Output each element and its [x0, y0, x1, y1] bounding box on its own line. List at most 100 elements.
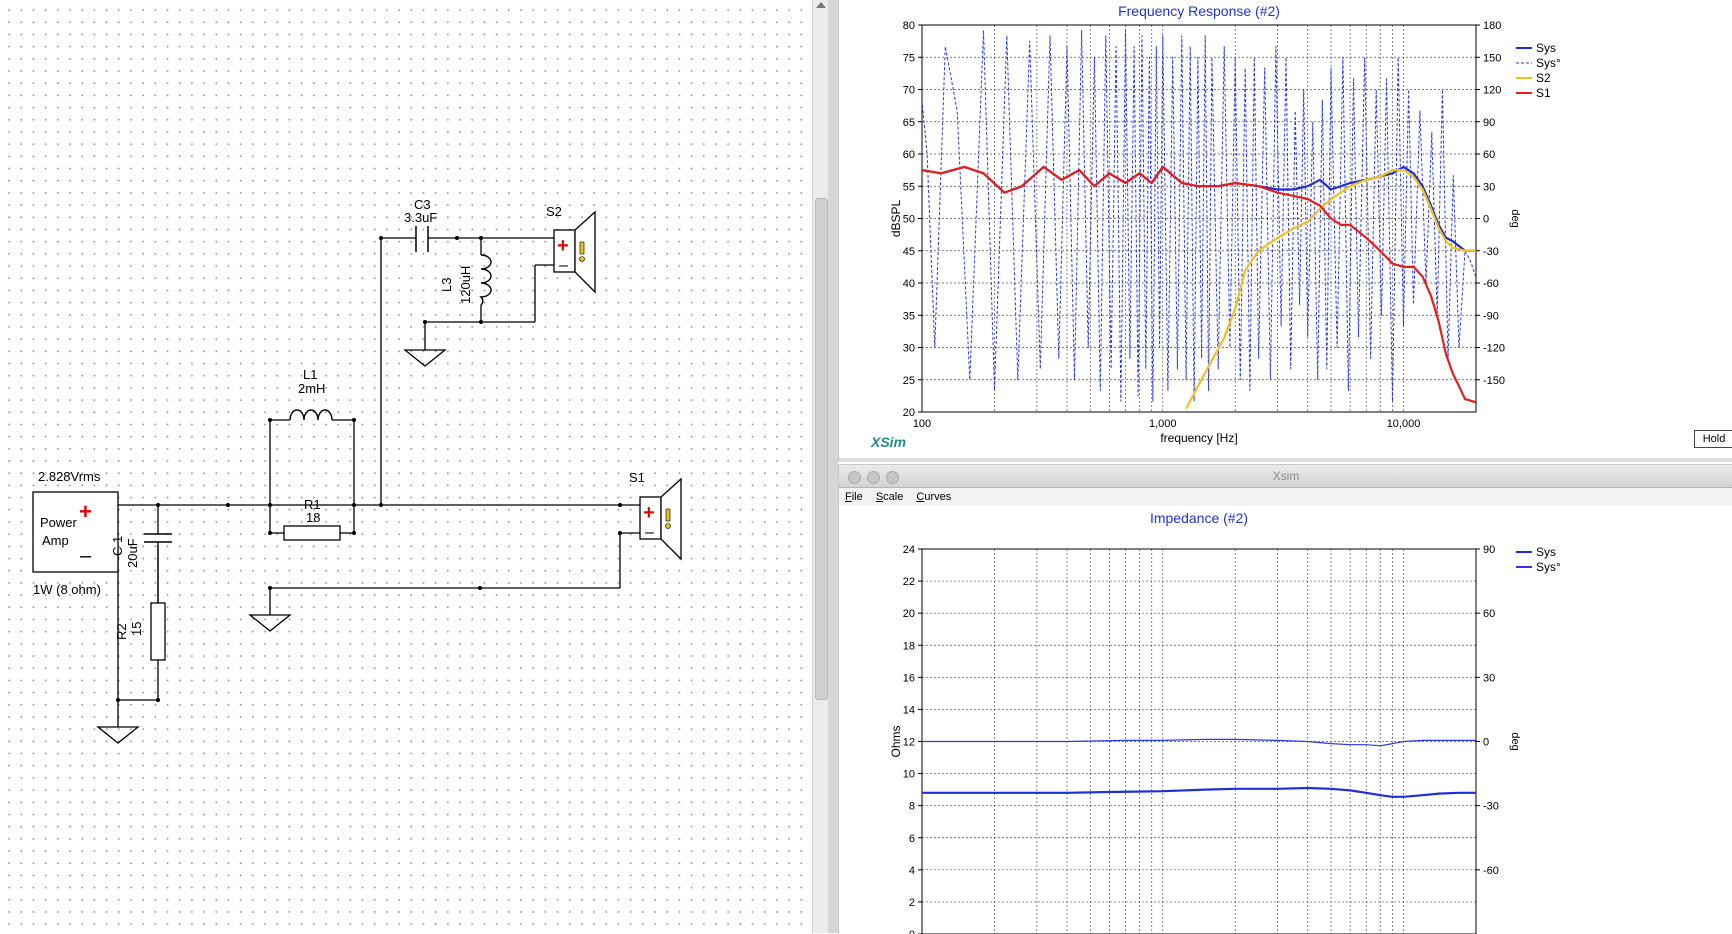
y-tick-label: 4 — [909, 865, 915, 877]
legend-label: S2 — [1536, 71, 1551, 85]
y2-tick-label: 30 — [1483, 181, 1495, 193]
schematic-wires — [117, 237, 640, 727]
c3-value: 3.3uF — [404, 210, 437, 225]
y2-tick-label: 150 — [1483, 52, 1501, 64]
menu-file[interactable]: File — [845, 491, 863, 503]
power-amp-label-2: Amp — [42, 533, 69, 548]
legend-label: Sys° — [1536, 560, 1561, 574]
y-tick-label: 14 — [903, 704, 915, 716]
y-tick-label: 20 — [903, 608, 915, 620]
source-voltage-label: 2.828Vrms — [38, 469, 101, 484]
window-gap — [828, 0, 838, 933]
menu-scale[interactable]: Scale — [875, 491, 904, 503]
speaker-plus-icon: + — [557, 235, 569, 257]
impedance-chart: Impedance (#2)024681012141618202224-60-3… — [889, 510, 1561, 934]
y-tick-label: 75 — [903, 52, 915, 64]
power-amp[interactable]: 2.828Vrms Power Amp + – 1W (8 ohm) — [32, 469, 119, 597]
l1-name: L1 — [303, 367, 317, 382]
resistor-r1[interactable]: R1 18 — [283, 497, 341, 541]
legend-label: Sys — [1536, 545, 1556, 559]
y2-tick-label: -150 — [1483, 375, 1505, 387]
y2-tick-label: -90 — [1483, 310, 1499, 322]
power-amp-label-1: Power — [40, 515, 78, 530]
y2-tick-label: -60 — [1483, 278, 1499, 290]
speaker-minus-icon: – — [559, 257, 568, 274]
series-group — [922, 738, 1476, 798]
series-group — [922, 29, 1476, 410]
close-icon[interactable] — [848, 471, 861, 484]
y-tick-label: 0 — [909, 929, 915, 934]
y-tick-label: 70 — [903, 85, 915, 97]
impedance-window[interactable]: Xsim File Scale Curves Impedance (#2) 0 24… — [838, 464, 1732, 934]
warning-icon — [665, 508, 671, 522]
window-title: Xsim — [1272, 469, 1300, 483]
l3-name: L3 — [439, 278, 454, 292]
maximize-icon[interactable] — [886, 471, 899, 484]
x-axis-label: frequency [Hz] — [1160, 431, 1237, 445]
schematic-canvas[interactable]: 2.828Vrms Power Amp + – 1W (8 ohm) C 1 2… — [0, 0, 812, 933]
y-tick-label: 50 — [903, 214, 915, 226]
window-titlebar[interactable]: Xsim — [839, 465, 1732, 488]
y-tick-label: 30 — [903, 343, 915, 355]
hold-button[interactable]: Hold — [1694, 430, 1732, 448]
frequency-response-chart: Frequency Response (#2)20253035404550556… — [889, 3, 1561, 445]
capacitor-c3[interactable]: C3 3.3uF — [404, 197, 437, 252]
inductor-l1[interactable]: L1 2mH — [289, 367, 333, 421]
speaker-s1[interactable]: + – S1 — [629, 470, 682, 561]
inductor-l3[interactable]: L3 120uH — [439, 254, 492, 306]
legend-label: S1 — [1536, 86, 1551, 100]
menu-bar: File Scale Curves — [839, 488, 1732, 506]
x-tick-label: 10,000 — [1387, 418, 1421, 430]
speaker-minus-icon: – — [645, 524, 654, 541]
y2-tick-label: -120 — [1483, 343, 1505, 355]
x-tick-label: 100 — [913, 418, 931, 430]
capacitor-c1[interactable]: C 1 20uF — [110, 525, 172, 603]
chart-title: Impedance (#2) — [1150, 510, 1248, 526]
y-tick-label: 12 — [903, 737, 915, 749]
r1-name: R1 — [304, 497, 321, 512]
c1-name: C 1 — [110, 536, 125, 556]
y-tick-label: 22 — [903, 576, 915, 588]
series-s2-line — [1185, 169, 1476, 410]
s1-name: S1 — [629, 470, 645, 485]
menu-curves[interactable]: Curves — [916, 491, 952, 503]
power-amp-spec: 1W (8 ohm) — [33, 582, 101, 597]
y2-tick-label: -30 — [1483, 801, 1499, 813]
schematic-scrollbar[interactable] — [812, 0, 829, 933]
series-sys-line — [922, 786, 1476, 798]
schematic-junctions — [116, 236, 622, 702]
y2-tick-label: 0 — [1483, 737, 1489, 749]
series-s1-line — [922, 165, 1476, 404]
y-tick-label: 8 — [909, 801, 915, 813]
y2-tick-label: 120 — [1483, 85, 1501, 97]
schematic-drawing: 2.828Vrms Power Amp + – 1W (8 ohm) C 1 2… — [32, 197, 682, 744]
chart-title: Frequency Response (#2) — [1118, 3, 1280, 19]
speaker-plus-icon: + — [643, 502, 655, 524]
y-tick-label: 16 — [903, 672, 915, 684]
speaker-s2[interactable]: + – S2 — [546, 204, 596, 294]
resistor-r2[interactable]: R2 15 — [114, 602, 166, 661]
plus-terminal-icon: + — [79, 499, 92, 524]
c1-value: 20uF — [125, 538, 140, 568]
y-tick-label: 10 — [903, 769, 915, 781]
y-tick-label: 24 — [903, 544, 915, 556]
xsim-brand-logo: XSim — [871, 434, 907, 450]
window-bottom-edge — [839, 458, 1732, 462]
warning-icon — [579, 241, 585, 255]
r2-value: 15 — [129, 622, 144, 636]
legend-label: Sys° — [1536, 56, 1561, 70]
y2-tick-label: 90 — [1483, 117, 1495, 129]
series-sys-phase-line — [922, 29, 1476, 402]
y2-tick-label: 30 — [1483, 672, 1495, 684]
ground-icon — [403, 349, 447, 367]
scrollbar-thumb[interactable] — [815, 198, 828, 700]
y-axis-label: dBSPL — [889, 199, 903, 237]
c3-name: C3 — [414, 197, 431, 212]
y-tick-label: 40 — [903, 278, 915, 290]
y2-axis-label: deg — [1509, 209, 1521, 227]
minimize-icon[interactable] — [867, 471, 880, 484]
y2-tick-label: 0 — [1483, 214, 1489, 226]
scroll-up-icon[interactable] — [816, 2, 826, 8]
